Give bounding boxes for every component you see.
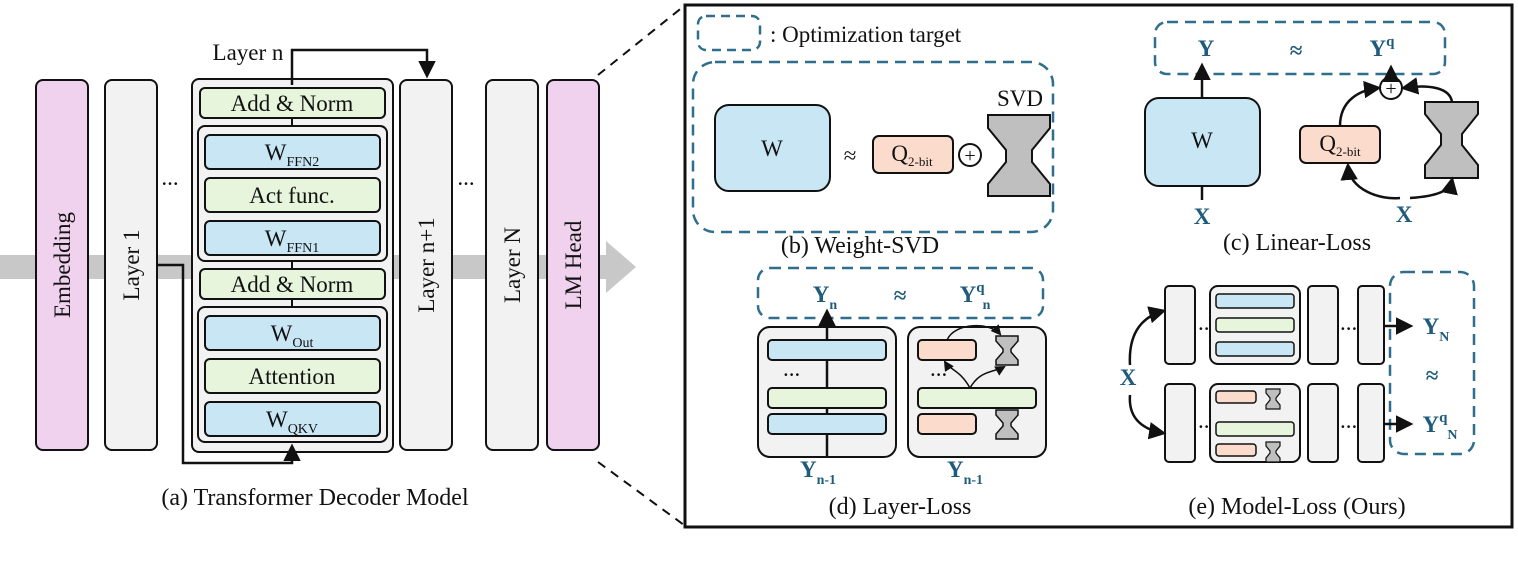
target-box-b bbox=[691, 60, 1055, 234]
caption-d: (d) Layer-Loss bbox=[829, 494, 972, 520]
w-block-b bbox=[714, 104, 831, 192]
yqN-label-e: YqN bbox=[1422, 410, 1457, 443]
target-box-d bbox=[756, 266, 1045, 320]
add-norm-top bbox=[199, 87, 386, 119]
yn1-label-d-left: Yn-1 bbox=[800, 457, 836, 488]
w-ffn2-label: WFFN2 bbox=[265, 140, 319, 170]
svd-icon-c bbox=[1424, 101, 1479, 179]
layer-n-title: Layer n bbox=[213, 40, 284, 65]
target-box-c bbox=[1153, 20, 1447, 76]
w-label-b: W bbox=[761, 136, 783, 161]
ellipsis-right: ... bbox=[457, 165, 474, 190]
layer-N-label: Layer N bbox=[500, 227, 525, 303]
ellipsis-e-2: ... bbox=[1340, 310, 1357, 335]
w-out-label: WOut bbox=[271, 321, 314, 351]
q-block-b bbox=[872, 135, 954, 174]
approx-c: ≈ bbox=[1290, 38, 1303, 63]
plus-label-b: + bbox=[964, 145, 975, 167]
approx-d: ≈ bbox=[894, 283, 907, 308]
attention-block bbox=[204, 358, 381, 394]
zoom-line-bottom bbox=[597, 461, 685, 526]
layer-n1-label: Layer n+1 bbox=[414, 217, 439, 312]
lm-head-label: LM Head bbox=[561, 220, 586, 309]
plus-label-c: + bbox=[1385, 78, 1396, 100]
yq-label-c: Yq bbox=[1370, 34, 1396, 61]
w-qkv-block bbox=[204, 401, 381, 437]
act-func-label: Act func. bbox=[249, 183, 335, 208]
layer-1-label: Layer 1 bbox=[119, 230, 144, 301]
approx-b: ≈ bbox=[844, 143, 857, 168]
panel-a: Embedding Layer 1 ... Layer n Add & Norm… bbox=[0, 40, 636, 511]
w-out-block bbox=[204, 315, 381, 351]
legend-swatch bbox=[696, 14, 762, 52]
ellipsis-d-left: ... bbox=[783, 356, 800, 381]
add-norm-mid-label: Add & Norm bbox=[231, 272, 354, 297]
y-label-c: Y bbox=[1198, 36, 1215, 61]
x-label-c-left: X bbox=[1194, 204, 1211, 229]
w-ffn1-block bbox=[204, 220, 381, 256]
residual-arrow-in bbox=[157, 263, 301, 465]
w-qkv-label: WQKV bbox=[266, 407, 318, 437]
attention-label: Attention bbox=[249, 364, 336, 389]
svd-label: SVD bbox=[997, 86, 1043, 111]
add-norm-mid bbox=[199, 268, 386, 300]
ellipsis-left: ... bbox=[161, 165, 178, 190]
add-norm-top-label: Add & Norm bbox=[231, 91, 354, 116]
embedding-block bbox=[35, 79, 89, 451]
ellipsis-e-4: ... bbox=[1340, 408, 1357, 433]
panel-c: Y ≈ Yq W X Q2-bit + X (c) Linear-Loss bbox=[1144, 20, 1479, 256]
embedding-label: Embedding bbox=[50, 211, 75, 318]
layer-N-block bbox=[485, 79, 539, 451]
target-box-e bbox=[1388, 270, 1476, 456]
w-ffn1-label: WFFN1 bbox=[265, 226, 319, 256]
output-arrow bbox=[290, 48, 436, 85]
caption-b: (b) Weight-SVD bbox=[781, 233, 939, 259]
svd-icon-d-top bbox=[995, 335, 1019, 366]
w-ffn2-block bbox=[204, 134, 381, 170]
zoom-line-top bbox=[597, 5, 685, 76]
caption-c: (c) Linear-Loss bbox=[1223, 230, 1371, 256]
yN-label-e: YN bbox=[1423, 314, 1450, 345]
yn-label-d: Yn bbox=[813, 282, 838, 313]
panel-e: ... ... YN ≈ ... ... YqN X (e) Model-Los… bbox=[1120, 270, 1476, 520]
panel-b: W ≈ Q2-bit + SVD (b) Weight-SVD bbox=[691, 60, 1055, 259]
approx-e: ≈ bbox=[1426, 363, 1439, 388]
plus-circle-b bbox=[958, 143, 982, 167]
svd-icon-b bbox=[987, 114, 1051, 197]
x-label-c-right: X bbox=[1396, 202, 1413, 227]
caption-e: (e) Model-Loss (Ours) bbox=[1188, 494, 1405, 520]
ellipsis-d-right: ... bbox=[930, 356, 947, 381]
q-label-c: Q2-bit bbox=[1319, 131, 1361, 159]
layer-n1-block bbox=[399, 79, 453, 451]
lm-head-block bbox=[546, 79, 600, 451]
svd-icon-d-bottom bbox=[995, 409, 1019, 440]
q-label-b: Q2-bit bbox=[891, 141, 933, 169]
yn1-label-d-right: Yn-1 bbox=[947, 457, 983, 488]
w-label-c: W bbox=[1191, 128, 1213, 153]
legend-label: : Optimization target bbox=[770, 22, 962, 47]
x-label-e: X bbox=[1120, 365, 1137, 390]
caption-a: (a) Transformer Decoder Model bbox=[161, 485, 469, 511]
act-func-block bbox=[204, 177, 381, 213]
